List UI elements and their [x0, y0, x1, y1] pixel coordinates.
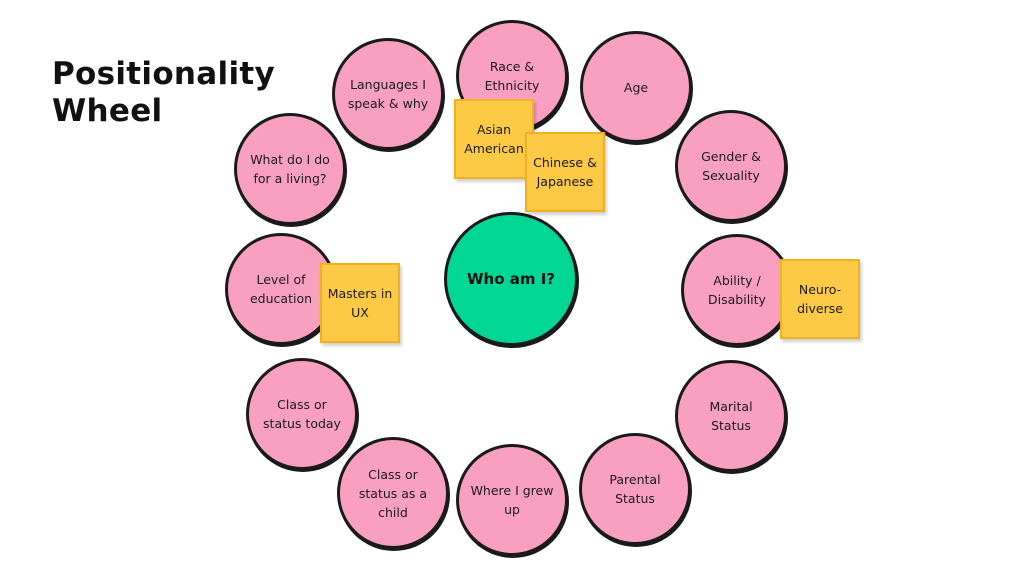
circle-parental-status: Parental Status	[579, 433, 691, 545]
note-asian-american: Asian American	[454, 99, 534, 179]
circle-label: Where I grew up	[470, 483, 554, 517]
title-line-2: Wheel	[52, 93, 163, 129]
center-circle: Who am I?	[444, 212, 578, 346]
note-chinese-japanese: Chinese & Japanese	[525, 132, 605, 212]
circle-languages: Languages I speak & why	[332, 38, 444, 150]
circle-label: Level of education	[249, 272, 313, 306]
diagram-title: Positionality Wheel	[52, 56, 275, 130]
note-label: Asian American	[464, 122, 524, 156]
circle-label: Class or status as a child	[358, 466, 428, 520]
title-line-1: Positionality	[52, 56, 276, 92]
circle-label: Ability / Disability	[708, 273, 766, 307]
circle-level-of-education: Level of education	[225, 233, 337, 345]
circle-class-today: Class or status today	[246, 358, 358, 470]
circle-label: Parental Status	[609, 472, 661, 506]
note-label: Neuro- diverse	[797, 282, 843, 316]
circle-label: What do I do for a living?	[250, 152, 330, 186]
circle-age: Age	[580, 31, 692, 143]
circle-label: Race & Ethnicity	[484, 59, 540, 93]
circle-living: What do I do for a living?	[234, 113, 346, 225]
circle-label: Languages I speak & why	[347, 77, 429, 111]
circle-class-as-child: Class or status as a child	[337, 437, 449, 549]
center-label: Who am I?	[466, 270, 555, 288]
note-neuro-diverse: Neuro- diverse	[780, 259, 860, 339]
circle-label: Age	[623, 79, 649, 95]
circle-marital-status: Marital Status	[675, 360, 787, 472]
circle-label: Marital Status	[709, 399, 753, 433]
circle-label: Class or status today	[263, 397, 341, 431]
circle-gender-sexuality: Gender & Sexuality	[675, 110, 787, 222]
circle-where-i-grew-up: Where I grew up	[456, 444, 568, 556]
circle-label: Gender & Sexuality	[701, 149, 761, 183]
note-label: Chinese & Japanese	[533, 155, 597, 189]
note-masters-in-ux: Masters in UX	[320, 263, 400, 343]
note-label: Masters in UX	[327, 286, 393, 320]
circle-ability-disability: Ability / Disability	[681, 234, 793, 346]
